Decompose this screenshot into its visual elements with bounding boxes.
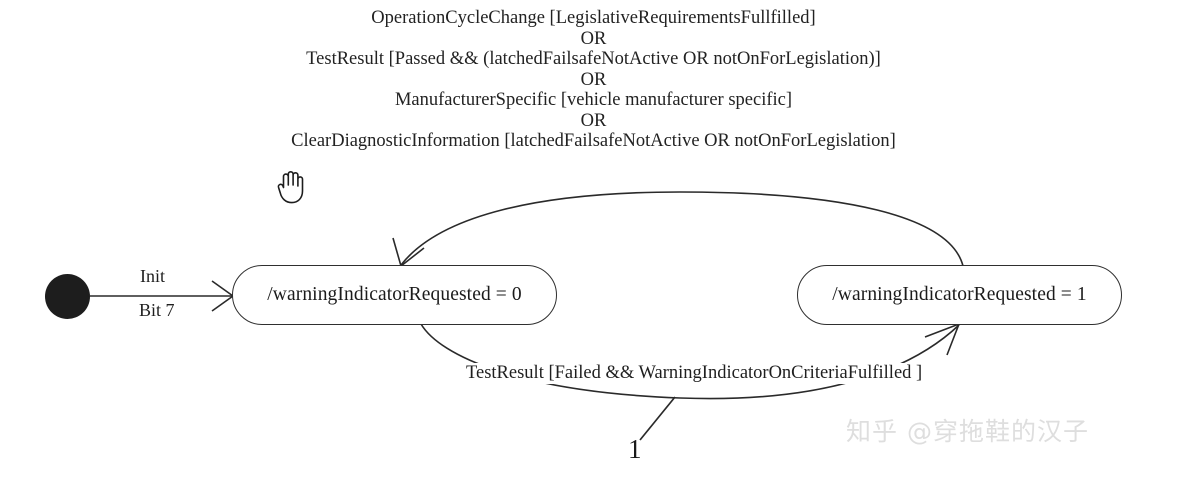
guard-line-7: ClearDiagnosticInformation [latchedFails… (291, 131, 896, 151)
initial-transition-trigger-label: Init (140, 266, 165, 286)
guard-line-4: OR (580, 69, 607, 90)
transition-off-to-on-arrowhead (924, 322, 961, 356)
callout-number-1: 1 (628, 434, 642, 464)
state-warning-indicator-requested-1-label: /warningIndicatorRequested = 1 (832, 284, 1087, 305)
guard-line-6: OR (580, 110, 607, 131)
initial-transition-bit-label: Bit 7 (139, 300, 175, 320)
open-hand-cursor (277, 171, 304, 204)
guard-line-3: TestResult [Passed && (latchedFailsafeNo… (306, 49, 881, 69)
state-warning-indicator-requested-1[interactable]: /warningIndicatorRequested = 1 (797, 265, 1122, 325)
watermark: 知乎 @穿拖鞋的汉子 (846, 417, 1089, 446)
transition-off-to-on-label: TestResult [Failed && WarningIndicatorOn… (463, 363, 926, 384)
guard-line-5: ManufacturerSpecific [vehicle manufactur… (394, 90, 793, 110)
state-warning-indicator-requested-0[interactable]: /warningIndicatorRequested = 0 (232, 265, 557, 325)
transition-on-to-off-arrowhead (392, 237, 425, 268)
transition-on-to-off-guard-label: OperationCycleChange [LegislativeRequire… (0, 8, 1187, 152)
transition-on-to-off-arc (400, 191, 964, 267)
initial-pseudostate (45, 274, 90, 319)
initial-transition-arrowhead (211, 280, 235, 312)
state-warning-indicator-requested-0-label: /warningIndicatorRequested = 0 (267, 284, 522, 305)
guard-line-1: OperationCycleChange [LegislativeRequire… (371, 8, 816, 28)
transition-off-to-on-arc (420, 323, 960, 400)
callout-leader-line (639, 396, 676, 441)
guard-line-2: OR (580, 28, 607, 49)
